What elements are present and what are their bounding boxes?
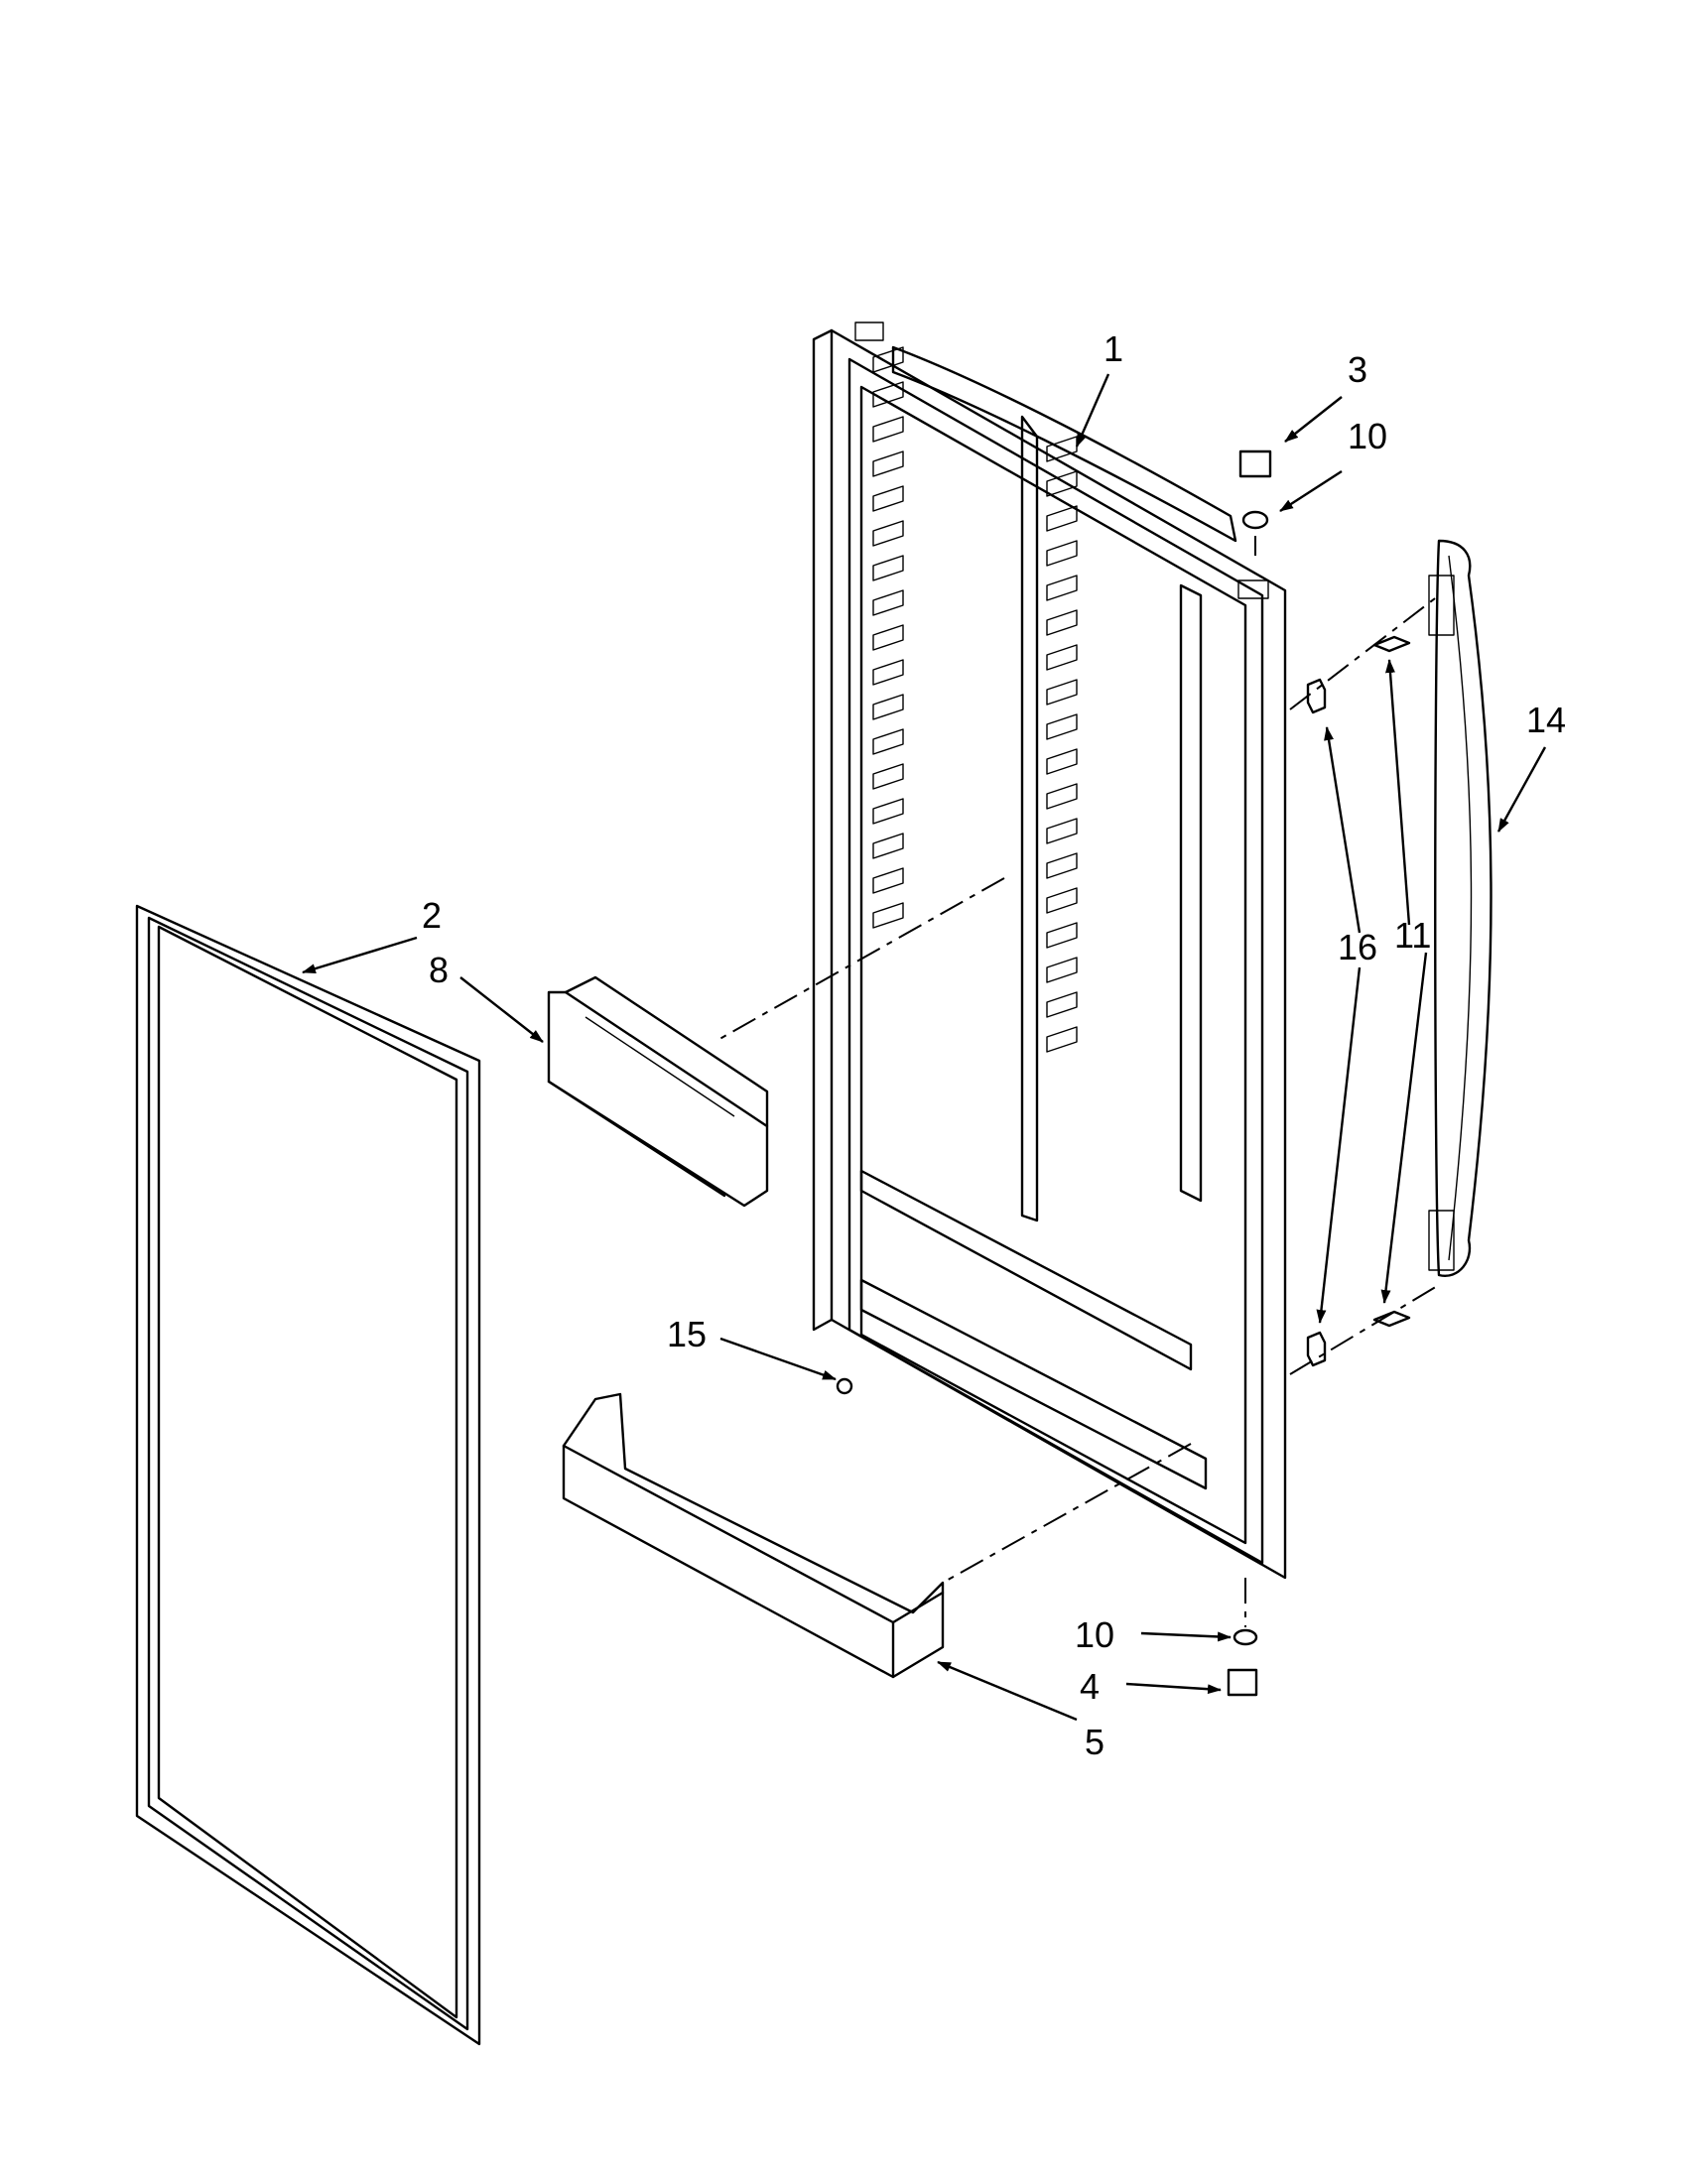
callout-16: 16 (1338, 927, 1377, 967)
washer-part-10-bottom (1233, 1628, 1258, 1646)
spacer-part-16-bottom (1306, 1331, 1327, 1367)
plug-part-15 (836, 1377, 853, 1395)
washer-part-10-top (1241, 510, 1269, 530)
callout-4: 4 (1080, 1666, 1100, 1707)
callout-5: 5 (1085, 1722, 1104, 1762)
callout-15: 15 (667, 1314, 707, 1354)
screw-part-11-bottom (1372, 1310, 1411, 1328)
callout-11: 11 (1394, 915, 1431, 956)
callout-10-top: 10 (1348, 416, 1387, 456)
bottom-hinge-part-4 (1227, 1668, 1258, 1697)
door-gasket (135, 904, 481, 2046)
callout-10-bottom: 10 (1075, 1614, 1114, 1655)
callout-8: 8 (429, 950, 449, 990)
callout-14: 14 (1526, 700, 1566, 740)
top-left-hinge-block (854, 321, 884, 341)
right-shelf-ribs (1046, 436, 1078, 1053)
screw-part-11-top (1372, 635, 1411, 653)
handle-bottom-mount (1428, 1210, 1455, 1271)
door-handle (1428, 539, 1493, 1277)
leader-arrows (302, 373, 1547, 1722)
left-shelf-ribs (872, 346, 904, 929)
callout-1: 1 (1104, 328, 1123, 369)
callout-labels: 1 2 3 4 5 8 10 10 11 14 15 16 (422, 328, 1566, 1762)
fasteners (836, 450, 1411, 1697)
spacer-part-16-top (1306, 678, 1327, 714)
top-hinge-part-3 (1238, 450, 1272, 478)
door-bin (547, 975, 769, 1208)
top-right-hinge-block (1237, 579, 1269, 599)
callout-2: 2 (422, 895, 442, 936)
callout-3: 3 (1348, 349, 1367, 390)
lower-door-bin (562, 1392, 945, 1679)
alignment-lines (714, 536, 1440, 1627)
door-liner (812, 321, 1287, 1580)
handle-top-mount (1428, 575, 1455, 636)
